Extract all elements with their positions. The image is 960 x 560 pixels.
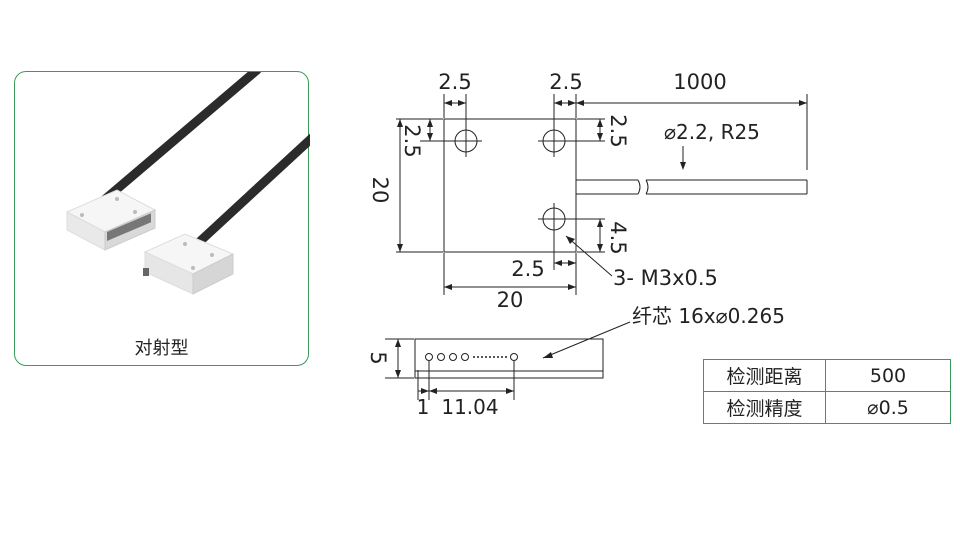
cable-left	[85, 72, 262, 217]
product-photo-card: 对射型	[14, 71, 310, 366]
dim-width: 20	[497, 288, 524, 312]
spec-value: 500	[825, 359, 951, 392]
product-caption: 对射型	[134, 338, 189, 359]
dim-left-offset: 2.5	[438, 70, 471, 94]
dim-lower-vertical: 4.5	[606, 221, 630, 254]
spec-value: ⌀0.5	[825, 391, 951, 424]
dim-left-vertical: 2.5	[400, 124, 424, 157]
top-view-body	[443, 118, 577, 253]
side-view-body	[414, 338, 604, 379]
sensor-head-right	[143, 233, 235, 295]
cable-right	[178, 133, 310, 262]
table-row: 检测距离 500	[703, 359, 951, 392]
fiber-sensor-photo	[65, 72, 310, 295]
fiber-core	[425, 353, 433, 361]
dim-height: 20	[368, 177, 392, 204]
fiber-callout: 纤芯 16x⌀0.265	[632, 304, 785, 328]
dim-middle-offset: 2.5	[549, 70, 582, 94]
dim-right-vertical: 2.5	[606, 114, 630, 147]
table-row: 检测精度 ⌀0.5	[703, 391, 951, 424]
hole-callout: 3- M3x0.5	[613, 266, 718, 290]
dim-cable-length: 1000	[673, 70, 726, 94]
spec-label: 检测距离	[703, 359, 826, 392]
spec-table: 检测距离 500 检测精度 ⌀0.5	[703, 359, 951, 424]
dim-first: 1	[417, 395, 430, 419]
dim-lower-horizontal: 2.5	[511, 257, 544, 281]
dim-thickness: 5	[366, 351, 390, 364]
dim-span: 11.04	[441, 395, 498, 419]
spec-label: 检测精度	[703, 391, 826, 424]
sensor-head-left	[65, 189, 157, 251]
cable-spec: ⌀2.2, R25	[664, 120, 760, 144]
